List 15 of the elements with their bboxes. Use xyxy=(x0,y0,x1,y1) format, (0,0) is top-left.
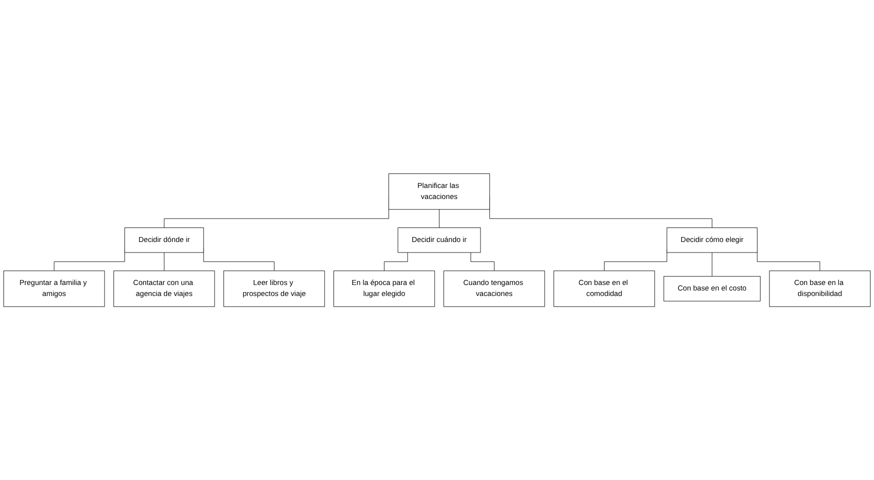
node-box xyxy=(114,270,215,307)
node-box xyxy=(3,270,105,307)
connector xyxy=(384,252,408,271)
connector xyxy=(470,252,494,271)
node-box xyxy=(769,270,871,307)
node-box xyxy=(388,173,490,210)
connector xyxy=(438,209,440,228)
node-box xyxy=(554,270,655,307)
node-box xyxy=(124,227,204,253)
node-box xyxy=(224,270,325,307)
node-box xyxy=(398,227,481,253)
node-box xyxy=(334,270,435,307)
node-box xyxy=(664,276,760,302)
node-box xyxy=(444,270,545,307)
node-box xyxy=(666,227,758,253)
